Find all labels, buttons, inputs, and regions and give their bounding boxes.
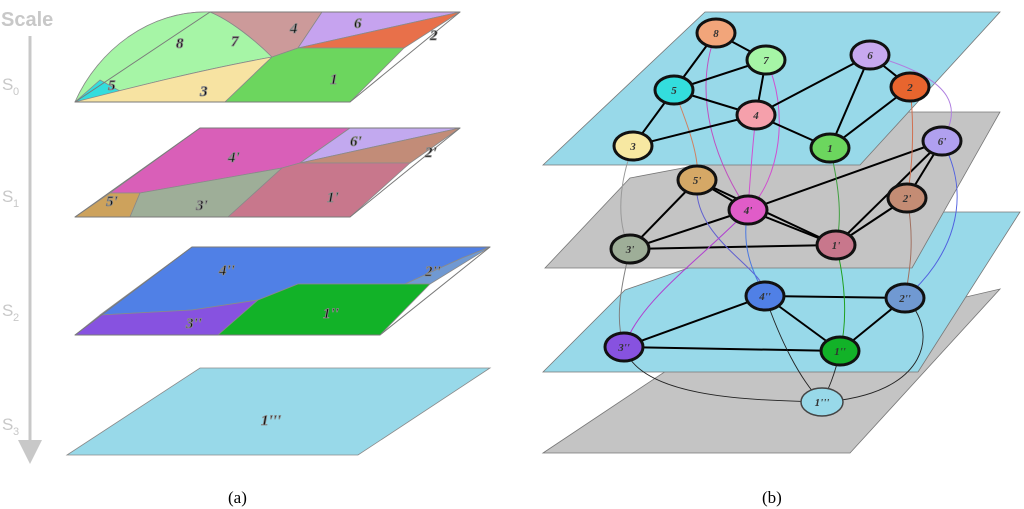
node-4p: 4' [727, 194, 769, 226]
panel-a: 8 7 4 6 2 5 3 1 4' 6' 2' 5' 3' 1' [65, 11, 492, 507]
svg-text:3: 3 [13, 426, 19, 438]
region-3 [74, 56, 273, 103]
node-3p: 3' [609, 233, 651, 265]
region-label-1pp: 1'' [323, 306, 339, 322]
region-label-5p: 5' [106, 194, 118, 210]
svg-text:S: S [2, 187, 13, 206]
svg-text:S: S [2, 75, 13, 94]
region-label-2p: 2' [424, 145, 437, 161]
svg-text:2'': 2'' [898, 293, 911, 305]
scale-title: Scale [1, 9, 53, 31]
region-label-3: 3 [199, 84, 208, 100]
svg-text:3': 3' [625, 244, 635, 256]
svg-text:8: 8 [713, 28, 719, 40]
node-5p: 5' [676, 164, 718, 196]
svg-text:2: 2 [906, 82, 913, 94]
region-label-1p: 1' [327, 190, 339, 206]
svg-text:2': 2' [902, 193, 912, 205]
node-7: 7 [745, 44, 787, 76]
region-label-4pp: 4'' [218, 263, 235, 279]
svg-text:5': 5' [693, 175, 702, 187]
svg-text:1: 1 [827, 143, 833, 155]
node-2p: 2' [886, 182, 928, 214]
node-1pp: 1'' [819, 335, 861, 367]
svg-text:0: 0 [13, 86, 19, 98]
region-label-4p: 4' [227, 150, 240, 166]
node-2: 2 [889, 71, 931, 103]
node-1ppp: 1''' [800, 387, 844, 417]
node-4: 4 [735, 99, 777, 131]
region-label-7: 7 [231, 34, 239, 50]
node-2pp: 2'' [884, 282, 926, 314]
svg-text:4: 4 [752, 110, 759, 122]
partition-s1: 4' 6' 2' 5' 3' 1' [74, 127, 461, 218]
node-8: 8 [695, 17, 737, 49]
scale-label-s2: S 2 [0, 296, 22, 324]
region-label-1ppp: 1''' [261, 413, 281, 429]
panel-b: 8 7 6 5 4 2 3 1 5' 6' 4' 2' 3' 1' 4'' 2'… [541, 11, 1021, 507]
svg-text:3: 3 [629, 141, 636, 153]
node-6p: 6' [921, 125, 963, 157]
partition-s0: 8 7 4 6 2 5 3 1 [74, 11, 461, 103]
svg-text:4': 4' [743, 205, 753, 217]
region-label-2pp: 2'' [424, 264, 441, 280]
svg-text:4'': 4'' [758, 291, 771, 303]
partition-s2: 4'' 2'' 3'' 1'' [74, 246, 491, 336]
node-3: 3 [612, 130, 654, 162]
region-label-3p: 3' [195, 198, 208, 214]
partition-s3: 1''' [65, 367, 492, 456]
svg-text:S: S [2, 301, 13, 320]
region-label-1: 1 [330, 72, 338, 88]
node-4pp: 4'' [744, 280, 786, 312]
svg-text:1'': 1'' [834, 346, 846, 358]
scale-label-s3: S 3 [0, 410, 22, 438]
node-5: 5 [653, 74, 695, 106]
node-1: 1 [809, 132, 851, 164]
region-label-5: 5 [108, 78, 116, 94]
node-6: 6 [849, 39, 891, 71]
region-label-8: 8 [176, 36, 184, 52]
scale-axis: Scale S 0 S 1 S 2 S 3 [0, 9, 53, 464]
scale-label-s1: S 1 [0, 182, 22, 210]
node-1p: 1' [815, 229, 857, 261]
region-label-4: 4 [289, 21, 298, 37]
svg-text:5: 5 [671, 85, 677, 97]
region-1p [227, 162, 411, 218]
svg-text:1''': 1''' [815, 397, 830, 409]
region-label-6: 6 [354, 16, 362, 32]
svg-text:6': 6' [938, 136, 947, 148]
region-label-2: 2 [429, 28, 438, 44]
svg-text:2: 2 [13, 312, 19, 324]
region-label-6p: 6' [350, 134, 362, 150]
svg-text:6: 6 [867, 50, 873, 62]
graph-nodes: 8 7 6 5 4 2 3 1 5' 6' 4' 2' 3' 1' 4'' 2'… [603, 17, 963, 417]
caption-a: (a) [228, 488, 247, 507]
caption-b: (b) [762, 488, 782, 507]
svg-text:7: 7 [763, 55, 769, 67]
region-1ppp [65, 367, 492, 456]
scale-label-s0: S 0 [0, 70, 22, 98]
region-label-3pp: 3'' [185, 316, 202, 332]
svg-text:S: S [2, 415, 13, 434]
node-3pp: 3'' [603, 331, 645, 363]
svg-text:1: 1 [13, 198, 19, 210]
svg-text:1': 1' [832, 240, 841, 252]
svg-text:3'': 3'' [617, 342, 630, 354]
